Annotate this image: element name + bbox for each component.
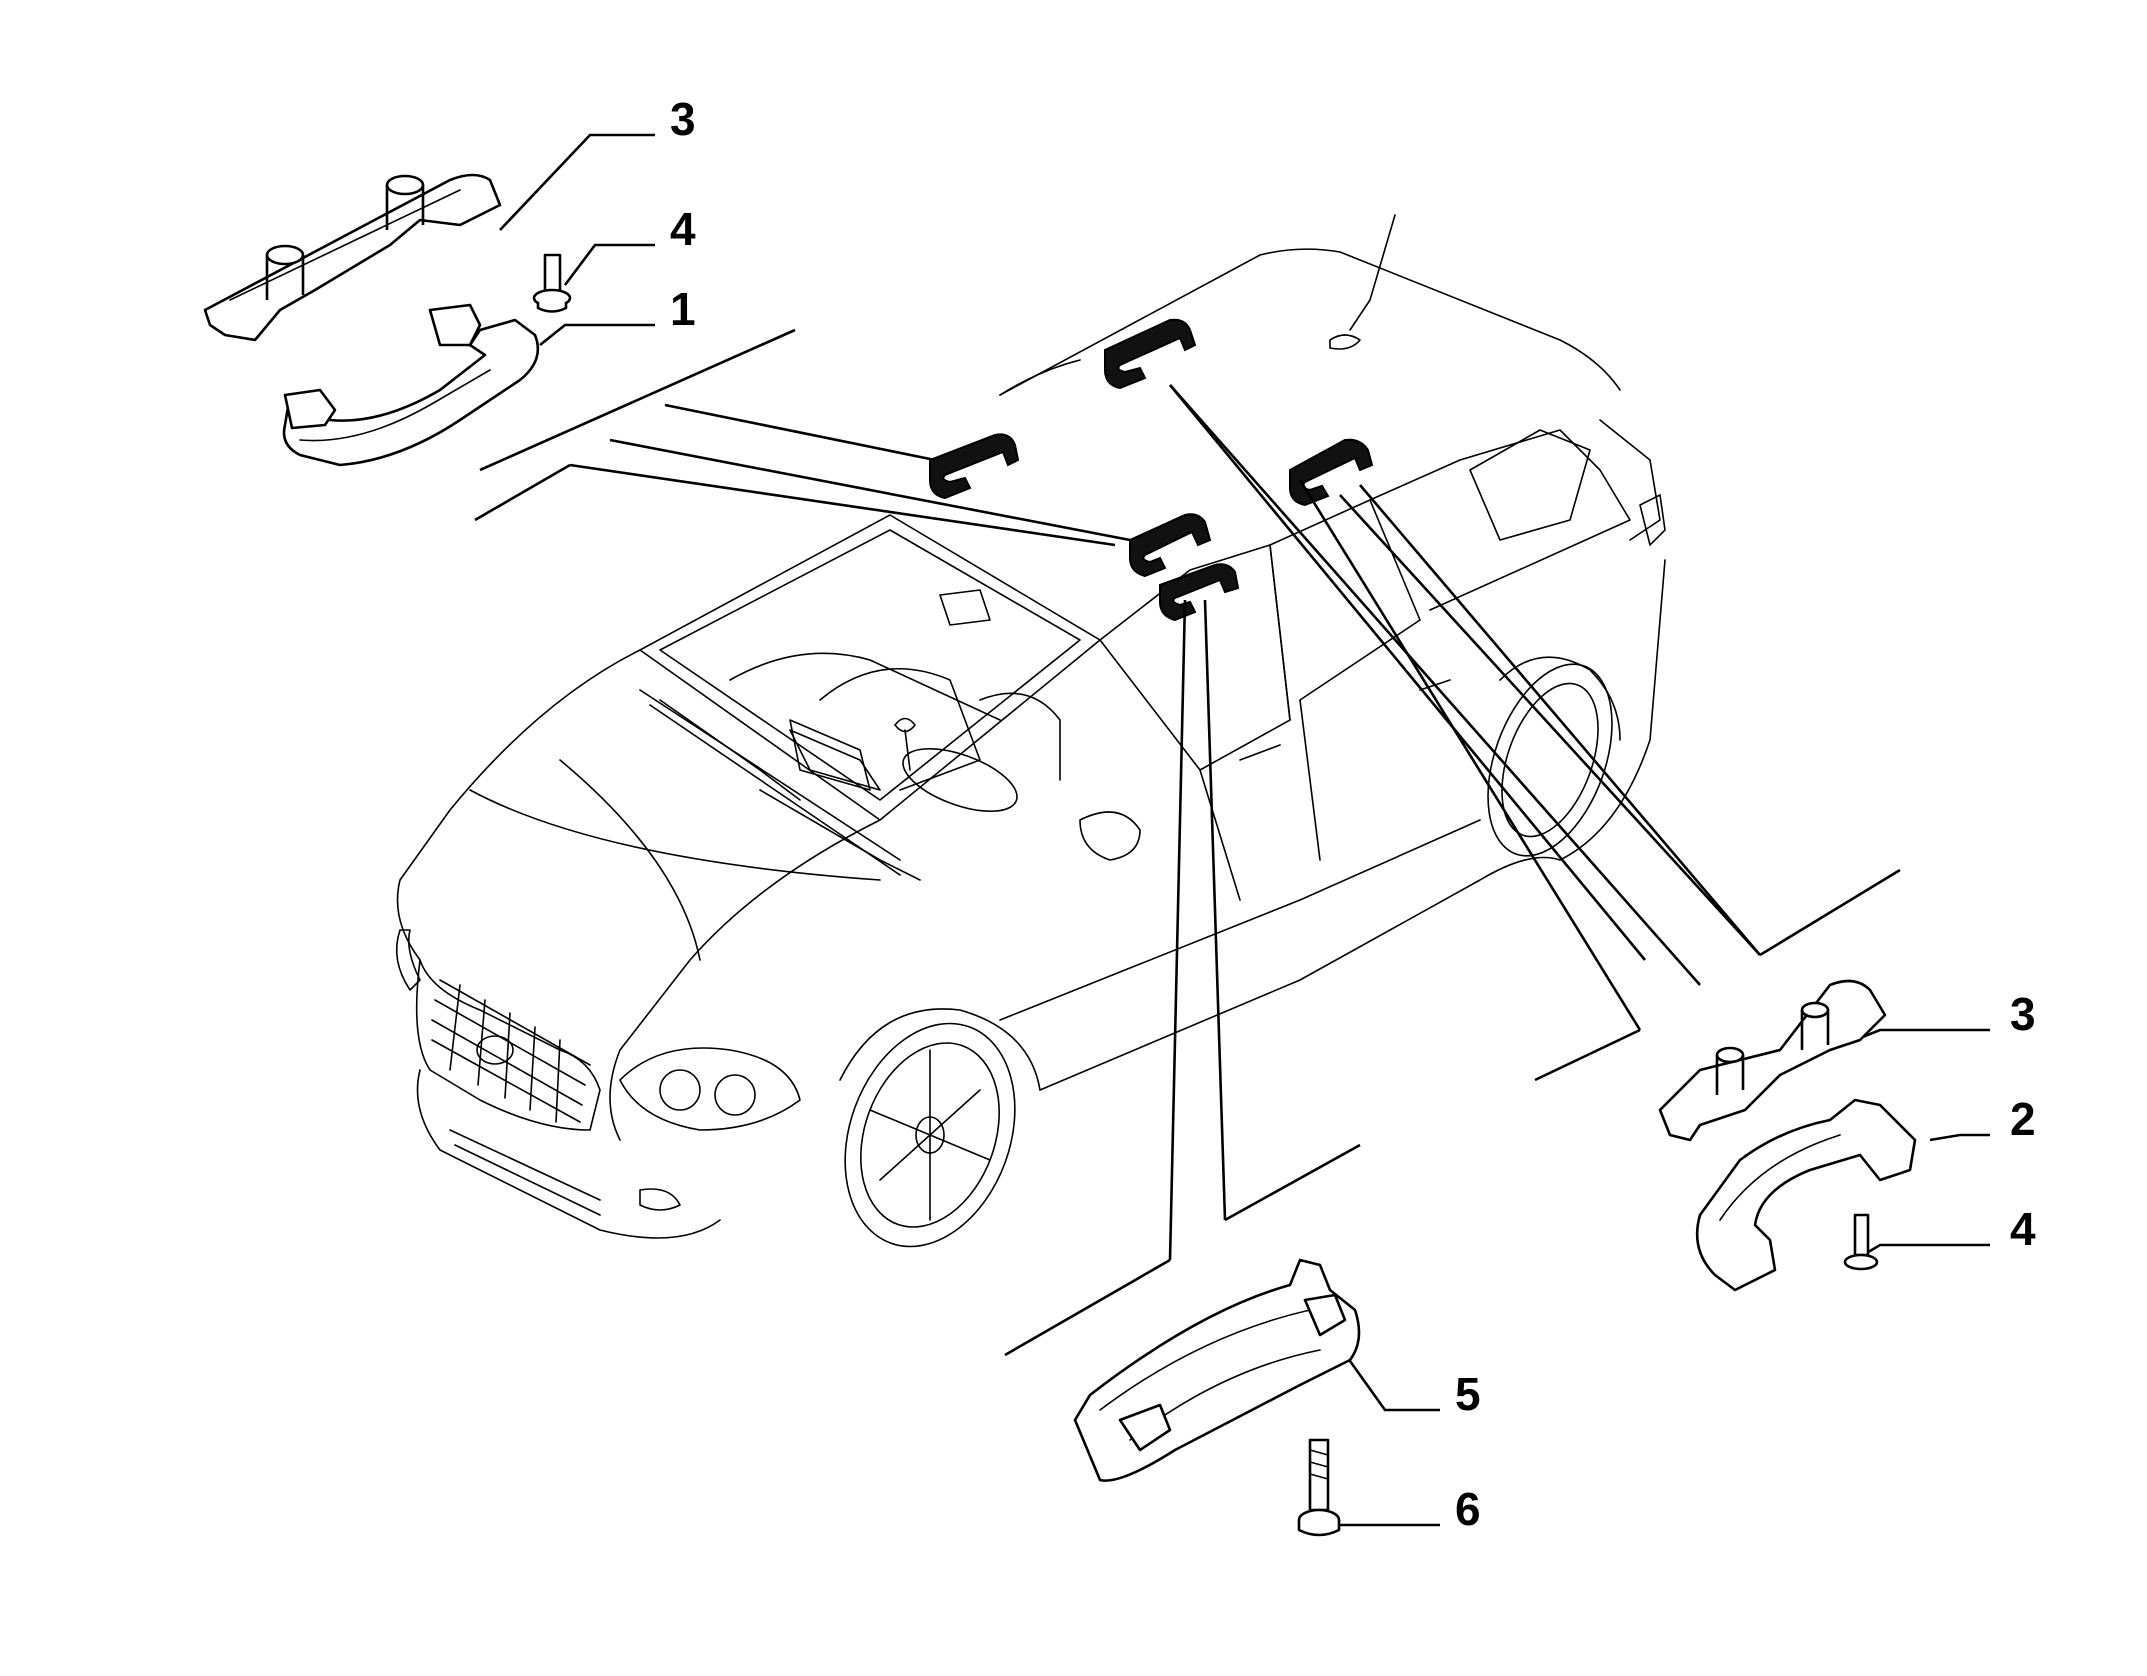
part-number-2: 2 xyxy=(2010,1093,2036,1145)
part-number-4: 4 xyxy=(2010,1203,2036,1255)
part-number-3: 3 xyxy=(2010,988,2036,1040)
part-number-5: 5 xyxy=(1455,1368,1481,1420)
screw-icon xyxy=(1297,1438,1341,1537)
handle-bracket-icon xyxy=(203,173,502,342)
part-number-4: 4 xyxy=(670,203,696,255)
part-number-6: 6 xyxy=(1455,1483,1481,1535)
handle-bracket-icon xyxy=(1658,979,1887,1142)
part-number-1: 1 xyxy=(670,283,696,335)
grab-handle-icon xyxy=(282,303,540,467)
grab-handle-icon xyxy=(1073,1258,1361,1482)
car-outline-icon xyxy=(395,214,1666,1248)
screw-icon xyxy=(532,253,572,313)
screw-icon xyxy=(1843,1213,1879,1271)
part-labels: 3 4 1 3 2 4 5 6 xyxy=(670,93,2036,1535)
part-number-3: 3 xyxy=(670,93,696,145)
grab-handle-icon xyxy=(1695,1098,1917,1292)
grab-handle-icon xyxy=(929,318,1374,622)
